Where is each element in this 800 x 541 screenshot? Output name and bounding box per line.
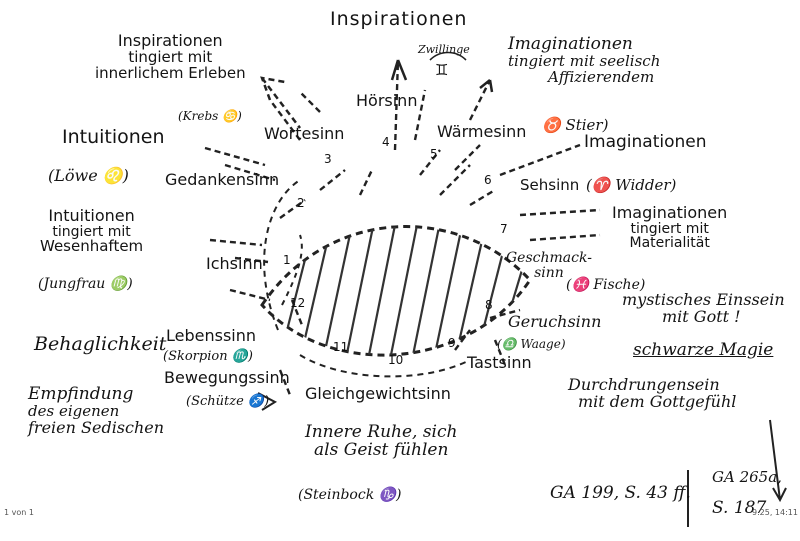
line: Imaginationen — [612, 203, 728, 222]
radiating-spokes — [204, 59, 601, 396]
sign-widder: (♈ Widder) — [586, 176, 677, 194]
line: Durchdrungensein — [568, 375, 720, 394]
lens-hatching — [280, 226, 530, 356]
label-imaginationen-seelisch: Imaginationen tingiert mit seelisch Affi… — [508, 34, 661, 86]
label-intuitionen-wesenhaft: Intuitionen tingiert mit Wesenhaftem — [40, 206, 144, 256]
line: Wesenhaftem — [40, 237, 144, 256]
number-1: 1 — [283, 253, 291, 267]
line: tingiert mit — [128, 47, 213, 66]
line: innerlichem Erleben — [95, 63, 246, 82]
label-empfindung: Empfindung des eigenen freien Sedischen — [28, 384, 165, 437]
sign-skorpion: (Skorpion ♏) — [163, 349, 253, 364]
line: Innere Ruhe, sich — [305, 422, 458, 442]
reference-ga265a: GA 265a, — [712, 468, 782, 486]
label-mystisches: mystisches Einssein mit Gott ! — [622, 290, 785, 326]
line: Empfindung — [28, 384, 134, 404]
number-6: 6 — [484, 173, 492, 187]
sign-waage: (♎ Waage) — [497, 337, 566, 351]
sign-loewe: (Löwe ♌) — [48, 166, 129, 185]
number-2: 2 — [297, 196, 305, 210]
footer-page: 1 von 1 — [4, 508, 34, 517]
arrow-upper-left — [260, 76, 301, 129]
line: sinn — [534, 264, 564, 281]
number-12: 12 — [290, 296, 306, 310]
number-5: 5 — [430, 147, 438, 161]
outer-zone-outline — [263, 179, 301, 331]
number-7: 7 — [500, 222, 508, 236]
sign-schuetze: (Schütze ♐) — [186, 394, 270, 409]
central-lens-outline — [260, 225, 532, 357]
line: Inspirationen — [117, 31, 223, 50]
footer-timestamp: 9.25, 14:11 — [752, 508, 798, 517]
line: mit dem Gottgefühl — [578, 391, 737, 411]
reference-ga199: GA 199, S. 43 ff. — [550, 483, 691, 503]
arrow-up-right — [479, 79, 494, 93]
sense-waermesinn: Wärmesinn — [437, 122, 527, 141]
line: Imaginationen — [508, 34, 633, 54]
label-intuitionen: Intuitionen — [62, 126, 165, 148]
label-innere-ruhe: Innere Ruhe, sich als Geist fühlen — [305, 422, 458, 460]
sign-stier: ♉ Stier) — [542, 116, 609, 134]
number-9: 9 — [448, 336, 456, 350]
arrow-bewegung — [257, 392, 278, 411]
line: Geschmack- — [506, 250, 592, 266]
bottom-arc — [299, 354, 471, 378]
label-inspirationen-tingiert: Inspirationen tingiert mit innerlichem E… — [95, 31, 246, 82]
number-8: 8 — [485, 298, 493, 312]
sign-krebs: (Krebs ♋) — [178, 109, 242, 123]
line: tingiert mit seelisch — [508, 51, 661, 70]
sign-zwillinge: Zwillinge — [418, 43, 470, 56]
label-schwarze-magie: schwarze Magie — [633, 340, 774, 360]
number-10: 10 — [388, 353, 404, 367]
sense-hoersinn: Hörsinn — [356, 91, 418, 110]
label-durchdrungensein: Durchdrungensein mit dem Gottgefühl — [568, 375, 737, 411]
arrow-gottgefuehl — [769, 419, 787, 503]
sense-sehsinn: Sehsinn — [520, 176, 580, 194]
number-3: 3 — [324, 152, 332, 166]
sense-ichsinn: Ichsinn — [206, 254, 263, 273]
line: mystisches Einssein — [622, 290, 785, 309]
arrow-top — [390, 59, 408, 81]
sense-geschmacksinn: Geschmack- sinn — [506, 251, 592, 280]
sense-lebenssinn: Lebenssinn — [166, 326, 257, 345]
line: Intuitionen — [48, 206, 135, 225]
label-imaginationen-materialitaet: Imaginationen tingiert mit Materialität — [612, 203, 728, 252]
sign-jungfrau: (Jungfrau ♍) — [38, 276, 133, 292]
line: des eigenen — [28, 401, 120, 420]
sense-bewegungssinn: Bewegungssinn — [164, 368, 290, 387]
line: mit Gott ! — [662, 306, 741, 326]
line: freien Sedischen — [28, 417, 165, 437]
line: als Geist fühlen — [314, 439, 449, 460]
line: Affizierendem — [548, 67, 655, 86]
title-inspirationen: Inspirationen — [330, 8, 468, 30]
line: Materialität — [629, 235, 710, 252]
number-4: 4 — [382, 135, 390, 149]
line: tingiert mit — [52, 223, 131, 240]
reference-s187: S. 187 — [712, 498, 767, 518]
label-behaglichkeit: Behaglichkeit — [34, 333, 167, 355]
sense-geruchsinn: Geruchsinn — [508, 312, 602, 331]
sense-tastsinn: Tastsinn — [467, 353, 532, 372]
sign-fische: (♓ Fische) — [566, 277, 646, 293]
sense-gleichgewichtssinn: Gleichgewichtsinn — [305, 384, 451, 403]
sense-wortesinn: Wortesinn — [264, 124, 345, 143]
number-11: 11 — [333, 340, 349, 354]
gemini-symbol: ♊ — [435, 61, 449, 79]
label-imaginationen: Imaginationen — [584, 132, 707, 152]
line: tingiert mit — [630, 220, 709, 237]
sense-gedankensinn: Gedankensinn — [165, 170, 280, 189]
sign-steinbock: (Steinbock ♑) — [298, 487, 402, 503]
zwillinge-brace — [429, 51, 467, 61]
inner-arc-left — [281, 234, 303, 306]
